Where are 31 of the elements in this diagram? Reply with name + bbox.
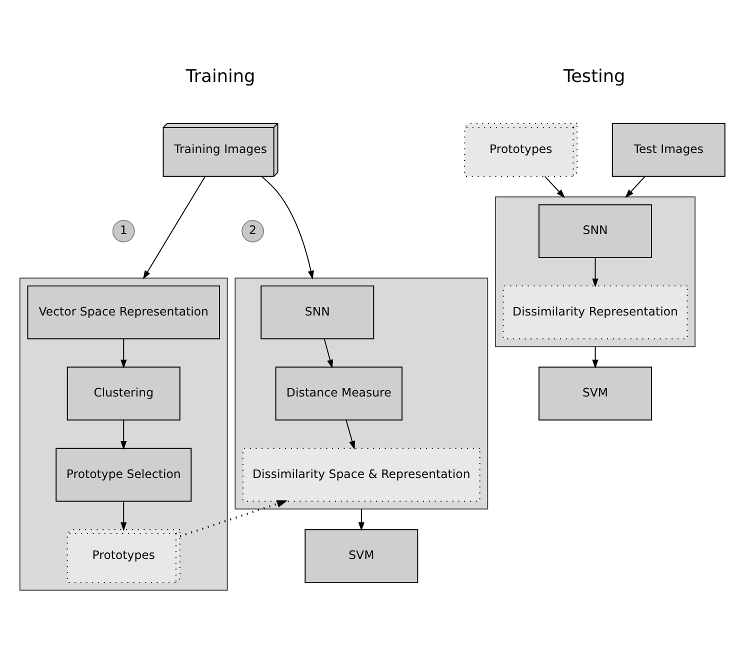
node-box: Test Images [612, 123, 726, 177]
label: Testing [563, 66, 626, 87]
node-box: Dissimilarity Space & Representation [242, 448, 480, 502]
node-box: Prototype Selection [56, 448, 192, 502]
node-circle: 2 [242, 220, 264, 242]
node-box: Dissimilarity Representation [502, 285, 688, 340]
cluster [19, 278, 228, 591]
cluster [234, 278, 488, 510]
arrow [120, 420, 127, 450]
arrow [358, 508, 364, 532]
arrow [592, 257, 598, 288]
arrow [544, 176, 566, 198]
label: Training [186, 66, 256, 87]
node-box: SVM [304, 529, 418, 583]
node-box: SNN [538, 204, 652, 258]
arrow [120, 338, 127, 369]
node-box: Clustering [66, 366, 180, 420]
arrow [180, 500, 288, 538]
arrow [346, 420, 356, 450]
arrow [142, 176, 206, 280]
cluster [494, 196, 696, 348]
arrow [120, 500, 127, 532]
node-circle: 1 [112, 220, 135, 242]
node-box: Distance Measure [275, 366, 402, 420]
node-box: Vector Space Representation [27, 285, 220, 340]
arrow [261, 176, 314, 280]
node-box: SVM [538, 366, 652, 420]
arrow [625, 176, 646, 198]
arrow [324, 338, 334, 369]
node-box: SNN [260, 285, 374, 340]
arrow [592, 346, 598, 369]
